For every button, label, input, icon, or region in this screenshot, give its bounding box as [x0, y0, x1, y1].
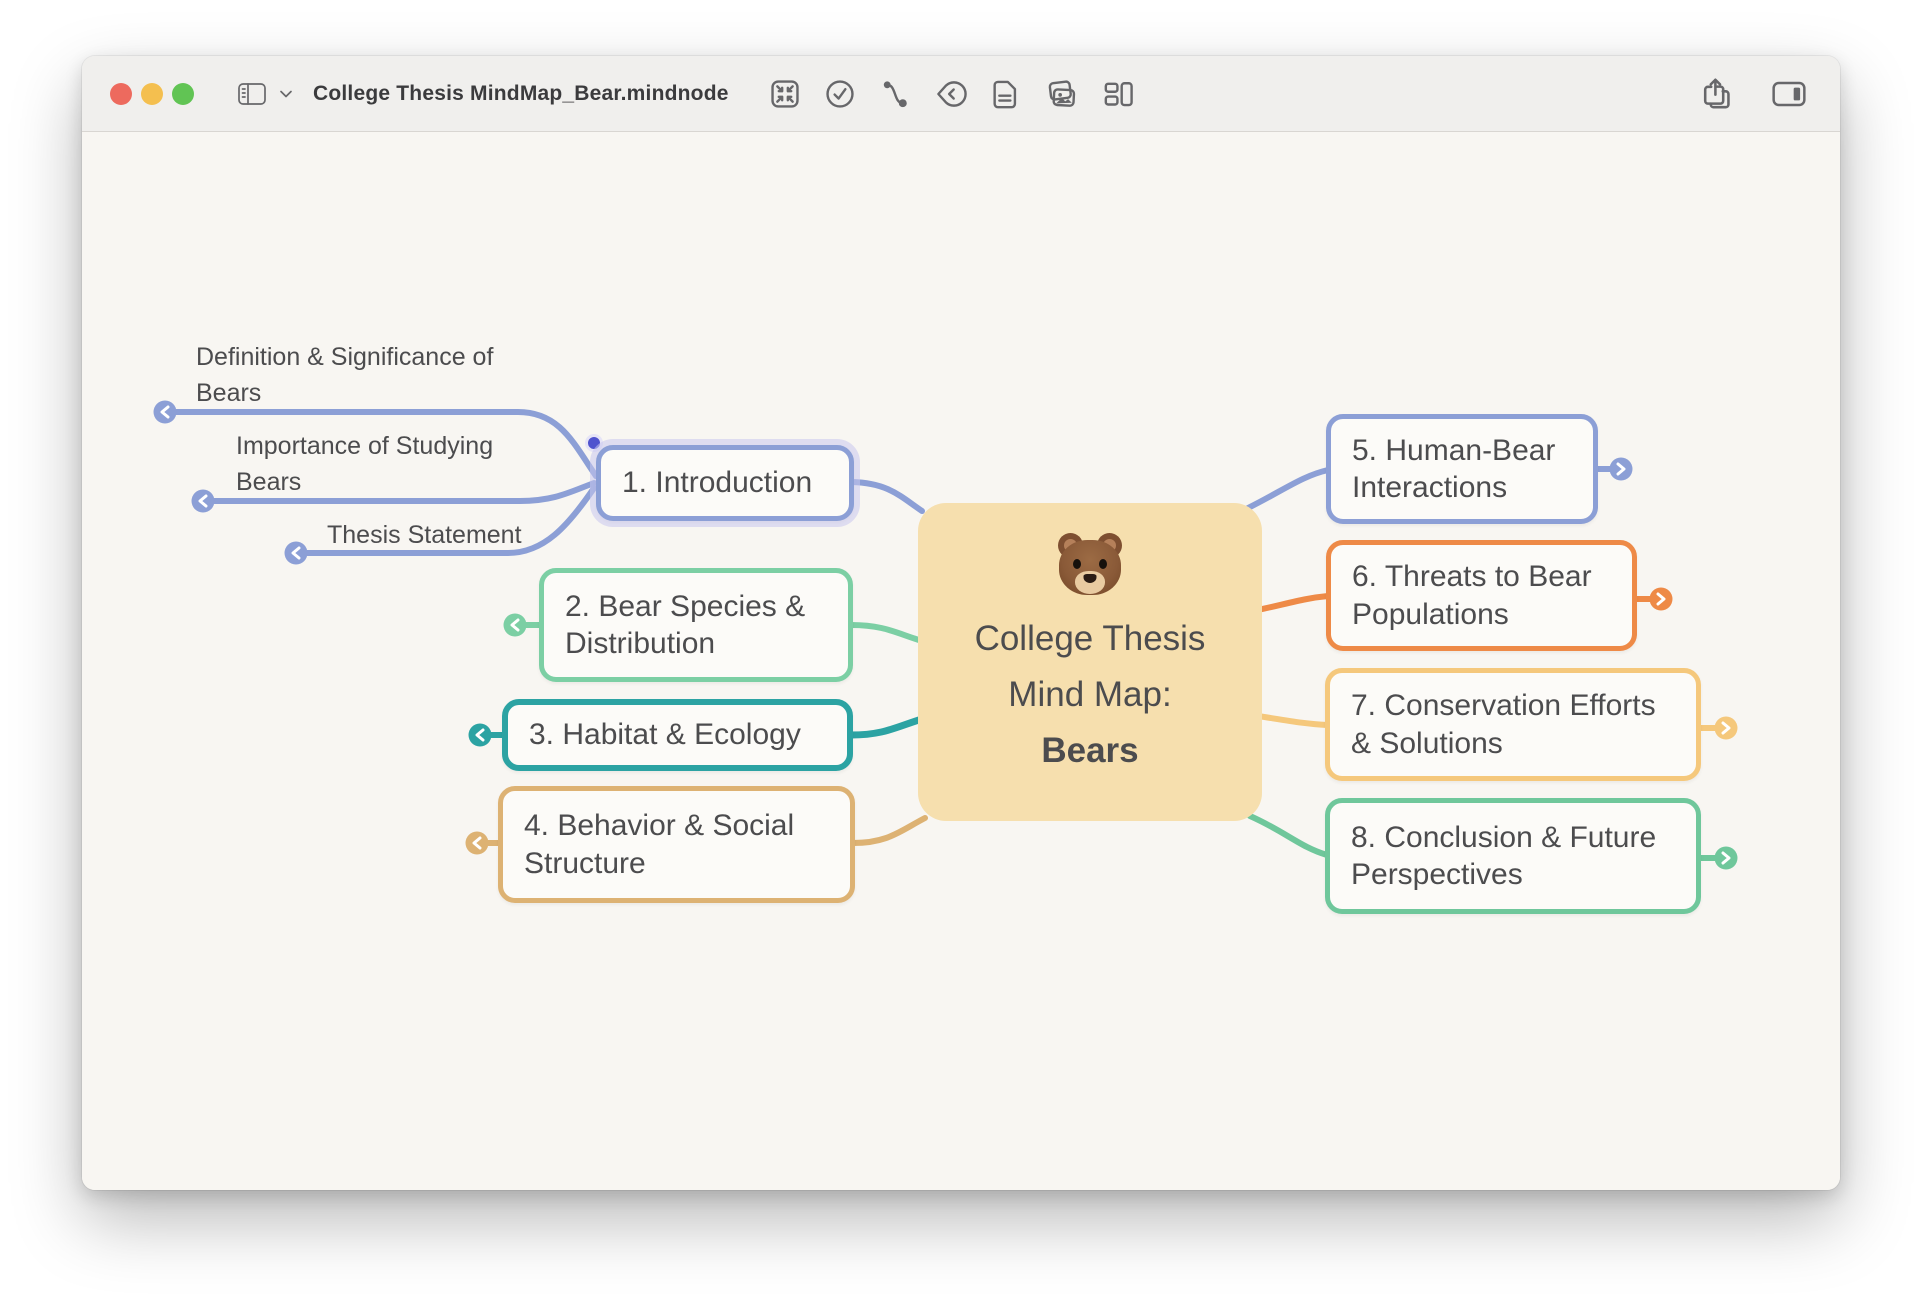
- collapse-handle-node8[interactable]: [1714, 846, 1738, 870]
- collapse-handle-node5[interactable]: [1609, 457, 1633, 481]
- node-label: 7. Conservation Efforts & Solutions: [1351, 689, 1656, 760]
- branch-line-center-node6: [1255, 593, 1331, 613]
- sidebar-icon: [235, 79, 269, 109]
- connection-icon: [878, 77, 912, 111]
- selection-dot[interactable]: [585, 434, 603, 452]
- connection-button[interactable]: [878, 77, 912, 111]
- titlebar: College Thesis MindMap_Bear.mindnode: [82, 56, 1840, 132]
- layout-button[interactable]: [1100, 77, 1136, 111]
- subtopic-definition-significance[interactable]: Definition & Significance of Bears: [196, 343, 494, 407]
- toolbar: [768, 56, 1136, 131]
- branch-line-node2-center: [848, 622, 925, 644]
- collapse-handle-importance[interactable]: [191, 489, 215, 513]
- sidebar-toggle-button[interactable]: [232, 56, 272, 131]
- titlebar-right-buttons: [1698, 56, 1808, 131]
- central-topic[interactable]: College Thesis Mind Map: Bears: [918, 503, 1262, 821]
- traffic-lights: [110, 56, 194, 131]
- node-5-human-bear[interactable]: 5. Human-Bear Interactions: [1326, 414, 1598, 524]
- collapse-handle-node7[interactable]: [1714, 716, 1738, 740]
- node-label: 1. Introduction: [622, 466, 813, 500]
- inspector-panel-icon: [1770, 78, 1808, 110]
- collapse-handle-node3[interactable]: [468, 723, 492, 747]
- node-1-introduction[interactable]: 1. Introduction: [596, 445, 854, 521]
- branch-line-center-node5: [1245, 467, 1331, 511]
- tag-button[interactable]: [933, 77, 967, 111]
- mindmap-canvas[interactable]: Definition & Significance of Bears Impor…: [82, 132, 1840, 1190]
- notes-button[interactable]: [988, 77, 1022, 111]
- central-title-bold: Bears: [1041, 731, 1139, 770]
- notes-icon: [988, 77, 1022, 111]
- stickers-button[interactable]: [1043, 77, 1079, 111]
- collapse-handles: [153, 400, 1738, 870]
- branch-line-center-node7: [1255, 713, 1330, 728]
- branch-line-importance: [200, 480, 597, 504]
- collapse-handle-node2[interactable]: [503, 613, 527, 637]
- central-title-line2: Mind Map:: [1008, 675, 1172, 714]
- stickers-icon: [1043, 77, 1079, 111]
- branch-line-center-node8: [1247, 813, 1330, 858]
- document-menu-button[interactable]: [274, 56, 298, 131]
- node-3-habitat-ecology[interactable]: 3. Habitat & Ecology: [502, 699, 853, 771]
- node-label: 2. Bear Species & Distribution: [565, 589, 806, 660]
- node-label: 6. Threats to Bear Populations: [1352, 560, 1592, 631]
- tag-icon: [933, 77, 967, 111]
- close-button[interactable]: [110, 82, 132, 105]
- node-6-threats[interactable]: 6. Threats to Bear Populations: [1326, 540, 1637, 651]
- branch-line-node1-center: [849, 479, 925, 514]
- document-title[interactable]: College Thesis MindMap_Bear.mindnode: [313, 81, 729, 105]
- node-label: 4. Behavior & Social Structure: [524, 809, 795, 880]
- layout-icon: [1100, 77, 1136, 111]
- node-2-bear-species[interactable]: 2. Bear Species & Distribution: [539, 568, 853, 682]
- minimize-button[interactable]: [141, 82, 163, 105]
- collapse-handle-node6[interactable]: [1649, 587, 1673, 611]
- share-icon: [1698, 76, 1734, 112]
- node-label: 8. Conclusion & Future Perspectives: [1351, 820, 1657, 891]
- node-4-behavior-social[interactable]: 4. Behavior & Social Structure: [498, 786, 855, 903]
- branch-line-node3-center: [847, 715, 926, 739]
- collapse-handle-definition[interactable]: [153, 400, 177, 424]
- node-label: 3. Habitat & Ecology: [529, 718, 801, 752]
- inspector-panel-button[interactable]: [1770, 56, 1808, 131]
- node-label: 5. Human-Bear Interactions: [1352, 433, 1556, 504]
- node-8-conclusion[interactable]: 8. Conclusion & Future Perspectives: [1325, 798, 1701, 914]
- mindnode-window: College Thesis MindMap_Bear.mindnode: [82, 56, 1840, 1190]
- share-button[interactable]: [1698, 56, 1734, 131]
- bear-emoji-icon: [1056, 533, 1124, 595]
- node-7-conservation[interactable]: 7. Conservation Efforts & Solutions: [1325, 668, 1701, 781]
- branch-line-definition: [162, 409, 599, 479]
- subtopic-thesis-statement[interactable]: Thesis Statement: [327, 521, 522, 549]
- subtopic-importance-studying[interactable]: Importance of Studying Bears: [236, 432, 494, 496]
- fold-nodes-button[interactable]: [768, 77, 802, 111]
- collapse-handle-node4[interactable]: [465, 831, 489, 855]
- collapse-handle-thesis[interactable]: [284, 541, 308, 565]
- central-topic-title: College Thesis Mind Map: Bears: [975, 611, 1206, 779]
- zoom-button[interactable]: [172, 82, 194, 105]
- chevron-down-icon: [277, 88, 295, 100]
- central-title-line1: College Thesis: [974, 619, 1206, 658]
- branch-line-thesis: [293, 485, 597, 556]
- branch-line-node4-center: [850, 815, 928, 846]
- tasks-icon: [823, 77, 857, 111]
- tasks-button[interactable]: [823, 77, 857, 111]
- fold-nodes-icon: [768, 77, 802, 111]
